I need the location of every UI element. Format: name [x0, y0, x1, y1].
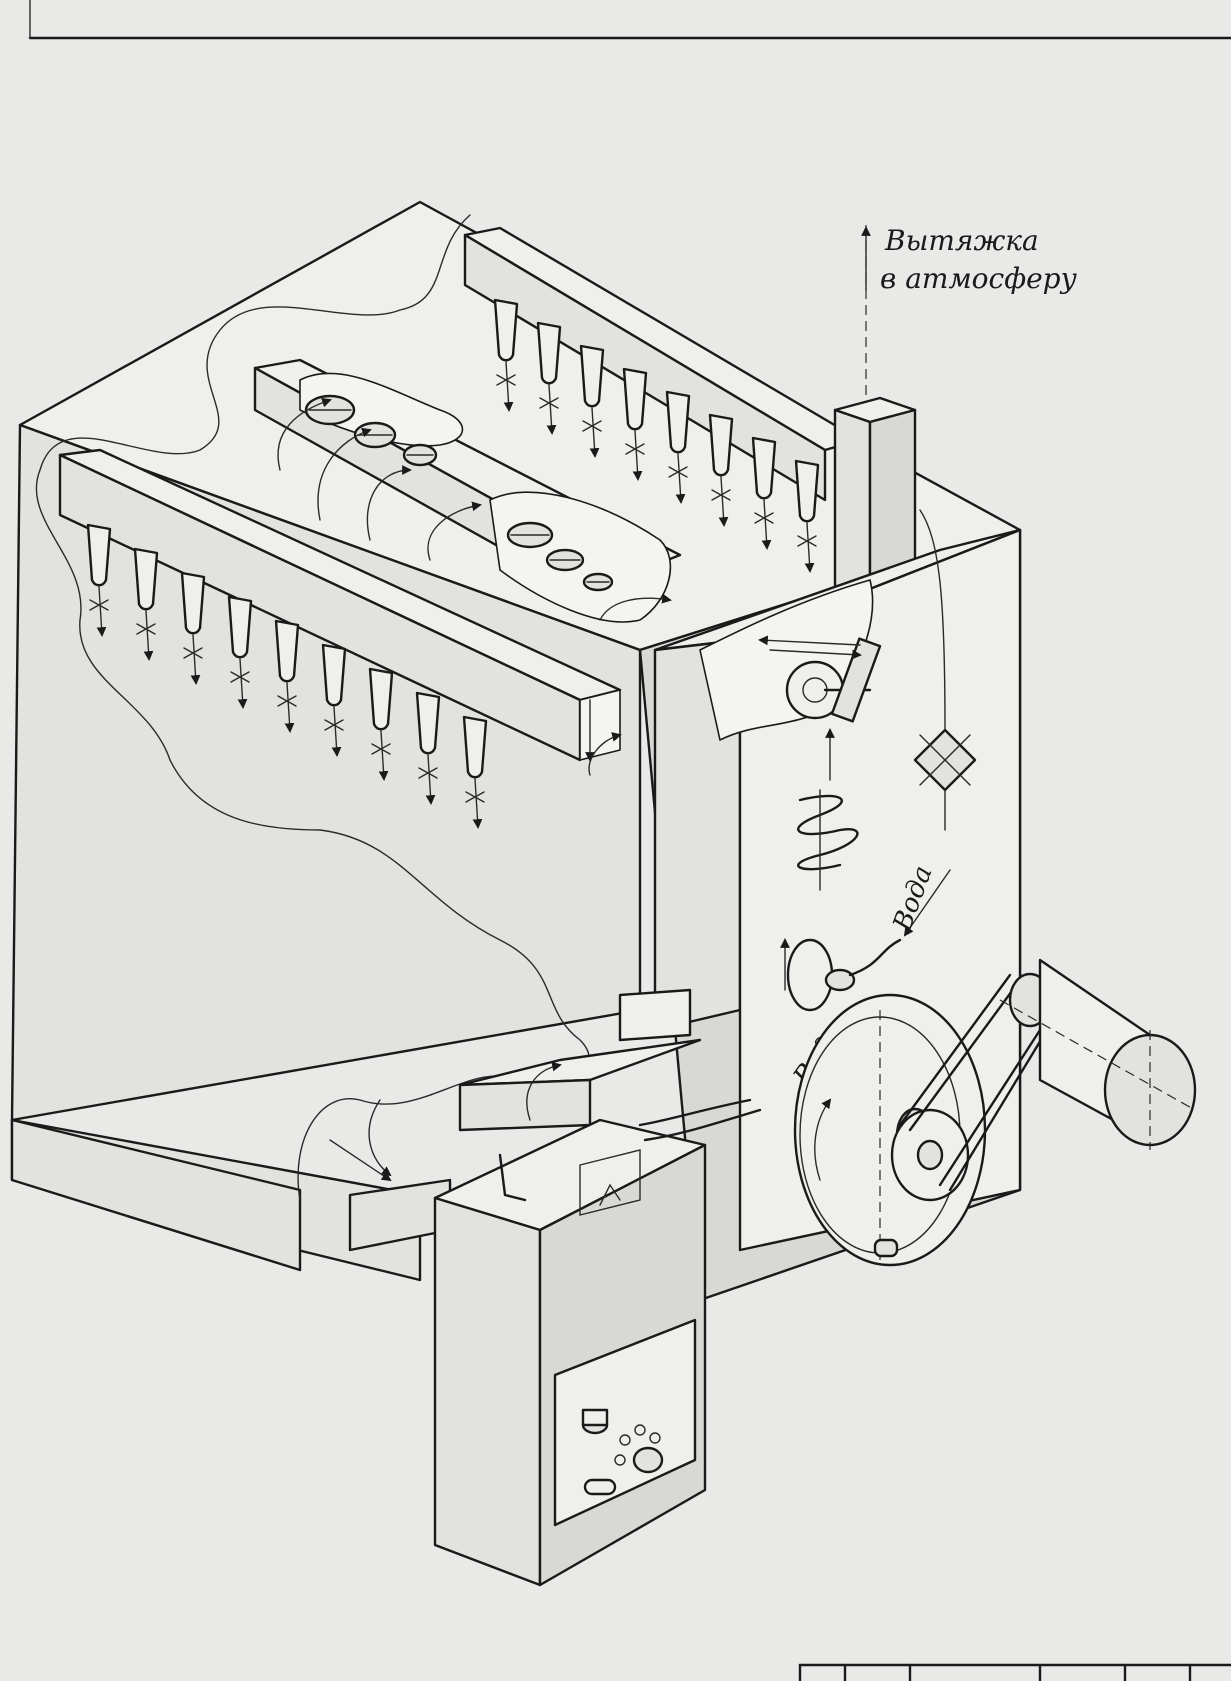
- middle-channel: [253, 358, 682, 623]
- spray-arrow: [425, 754, 436, 805]
- title-block: [798, 1663, 1231, 1681]
- spray-arrow: [589, 407, 600, 458]
- spray-arrow: [804, 522, 815, 573]
- spray-mark: [418, 767, 438, 779]
- heater-coil: [797, 789, 859, 891]
- front-distributor-duct: [58, 448, 622, 762]
- spray-mark: [539, 397, 559, 409]
- front-nozzles: [86, 523, 488, 829]
- spray-mark: [496, 374, 516, 386]
- spray-mark: [754, 512, 774, 524]
- belt-drive: [890, 972, 1052, 1202]
- spray-arrow: [472, 778, 483, 829]
- spray-arrow: [675, 453, 686, 504]
- spray-mark: [230, 671, 250, 683]
- spray-arrow: [761, 499, 772, 550]
- front-nozzle: [86, 523, 112, 587]
- spray-arrow: [96, 586, 107, 637]
- spray-mark: [711, 489, 731, 501]
- rope-weight: [913, 509, 977, 831]
- exhaust-pipe: [833, 225, 917, 602]
- front-nozzle: [462, 715, 488, 779]
- rear-nozzle: [493, 298, 519, 362]
- exhaust-label-line1: Вытяжка: [884, 224, 1039, 257]
- front-nozzle: [368, 667, 394, 731]
- spray-mark: [797, 535, 817, 547]
- spray-arrow: [632, 430, 643, 481]
- front-nozzle: [321, 643, 347, 707]
- spray-mark: [625, 443, 645, 455]
- drain-fitting: [873, 1238, 899, 1258]
- spray-mark: [465, 791, 485, 803]
- spray-mark: [668, 466, 688, 478]
- rear-distributor-duct: [463, 226, 862, 502]
- rear-nozzle: [622, 367, 648, 431]
- spray-arrow: [718, 476, 729, 527]
- spray-mark: [582, 420, 602, 432]
- rear-nozzle: [708, 413, 734, 477]
- spray-mark: [371, 743, 391, 755]
- crank-mechanism: [758, 635, 882, 781]
- spray-arrow: [546, 384, 557, 435]
- channel-openings: [304, 394, 614, 592]
- front-nozzle: [133, 547, 159, 611]
- lower-return-duct: [329, 988, 702, 1252]
- electric-motor: [999, 958, 1197, 1150]
- control-panel-knobs: [581, 1408, 664, 1496]
- rear-nozzles: [493, 298, 820, 573]
- spray-mark: [324, 719, 344, 731]
- rear-nozzle: [794, 459, 820, 523]
- control-cabinet: [433, 1098, 762, 1587]
- spray-arrow: [143, 610, 154, 661]
- chamber-body: [10, 200, 1022, 1302]
- spray-arrow: [190, 634, 201, 685]
- water-valve: [780, 869, 951, 1012]
- front-nozzle: [227, 595, 253, 659]
- spray-mark: [89, 599, 109, 611]
- spray-mark: [136, 623, 156, 635]
- spray-arrow: [331, 706, 342, 757]
- rear-nozzle: [536, 321, 562, 385]
- rear-nozzle: [665, 390, 691, 454]
- front-nozzle: [415, 691, 441, 755]
- spray-arrow: [378, 730, 389, 781]
- rear-nozzle: [579, 344, 605, 408]
- spray-arrow: [503, 361, 514, 412]
- rear-nozzle: [751, 436, 777, 500]
- spray-mark: [277, 695, 297, 707]
- spray-arrow: [237, 658, 248, 709]
- exhaust-label-line2: в атмосферу: [880, 262, 1078, 295]
- spray-mark: [183, 647, 203, 659]
- front-nozzle: [274, 619, 300, 683]
- front-nozzle: [180, 571, 206, 635]
- spray-arrow: [284, 682, 295, 733]
